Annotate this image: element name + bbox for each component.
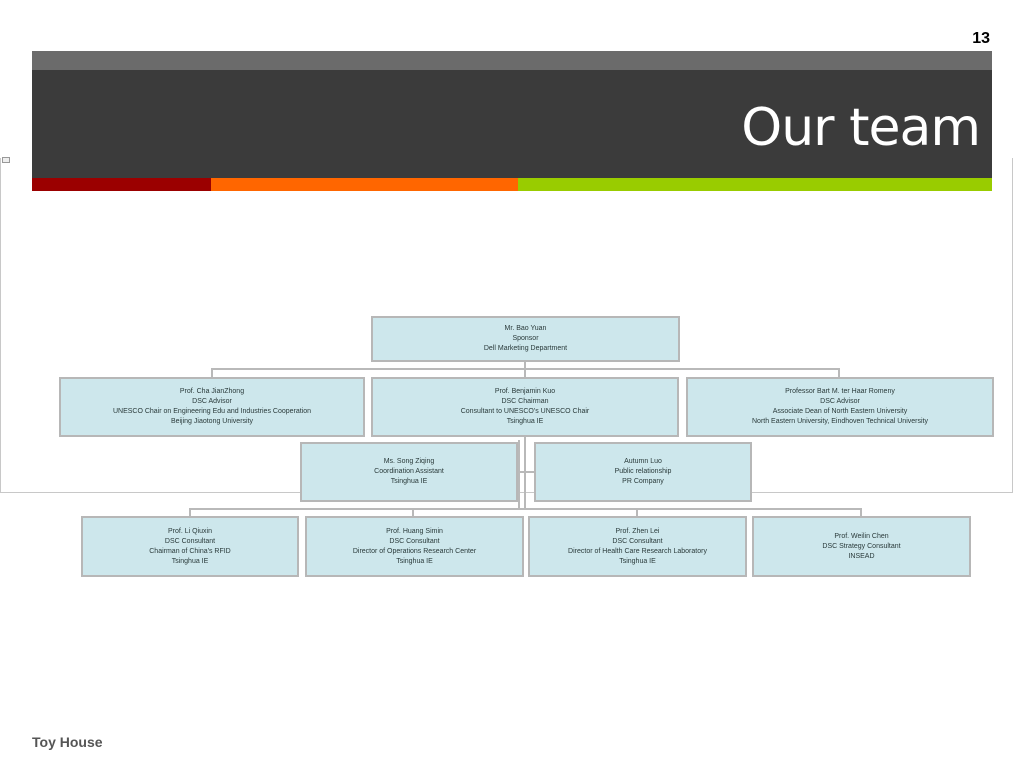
connector-level3-4 xyxy=(860,508,862,518)
node-text: Ms. Song Ziqing xyxy=(383,458,435,465)
node-text: UNESCO Chair on Engineering Edu and Indu… xyxy=(112,408,312,415)
node-text: Prof. Li Qiuxin xyxy=(168,527,212,535)
node-text: Prof. Zhen Lei xyxy=(615,527,660,535)
node-text: DSC Consultant xyxy=(389,537,440,545)
connector-level3-bus xyxy=(189,508,862,510)
org-node-root: Mr. Bao Yuan Sponsor Dell Marketing Depa… xyxy=(371,316,680,362)
node-text: Professor Bart M. ter Haar Romeny xyxy=(785,388,895,395)
connector-level3-3 xyxy=(636,508,638,518)
connector-level2-right xyxy=(838,368,840,378)
footer-text: Toy House xyxy=(32,734,103,750)
accent-bar-green xyxy=(518,178,992,191)
node-text: Prof. Cha JianZhong xyxy=(179,388,245,395)
node-text: Dell Marketing Department xyxy=(483,345,568,352)
node-text: Coordination Assistant xyxy=(374,468,444,475)
node-text: Tsinghua IE xyxy=(506,418,544,425)
connector-assistant-stem xyxy=(518,440,520,508)
node-text: Prof. Weilin Chen xyxy=(834,532,889,540)
org-node-advisor-right: Professor Bart M. ter Haar Romeny DSC Ad… xyxy=(686,377,994,437)
connector-level3-1 xyxy=(189,508,191,518)
node-text: Tsinghua IE xyxy=(390,478,428,485)
node-text: DSC Consultant xyxy=(612,537,663,545)
node-text: Prof. Benjamin Kuo xyxy=(494,388,556,395)
embedded-object-icon xyxy=(2,157,10,163)
org-node-coordination-assistant: Ms. Song Ziqing Coordination Assistant T… xyxy=(300,442,518,502)
connector-level2-bus xyxy=(211,368,840,370)
node-text: PR Company xyxy=(622,478,664,485)
connector-assistant-bridge xyxy=(518,471,536,473)
node-text: Mr. Bao Yuan xyxy=(504,325,547,332)
node-text: Sponsor xyxy=(512,335,539,342)
node-text: INSEAD xyxy=(848,552,875,560)
org-node-advisor-left: Prof. Cha JianZhong DSC Advisor UNESCO C… xyxy=(59,377,365,437)
accent-bar-red xyxy=(32,178,211,191)
node-text: Chairman of China's RFID xyxy=(149,547,231,555)
node-text: DSC Advisor xyxy=(192,398,232,405)
org-node-consultant-1: Prof. Li Qiuxin DSC Consultant Chairman … xyxy=(81,516,299,577)
node-text: Tsinghua IE xyxy=(396,557,433,565)
accent-bar-orange xyxy=(211,178,518,191)
title-band: Our team xyxy=(32,70,992,178)
slide-title: Our team xyxy=(741,98,981,158)
node-text: Prof. Huang Simin xyxy=(386,527,443,535)
org-node-strategy-consultant: Prof. Weilin Chen DSC Strategy Consultan… xyxy=(752,516,971,577)
node-text: Director of Health Care Research Laborat… xyxy=(568,547,707,555)
node-text: Consultant to UNESCO's UNESCO Chair xyxy=(460,408,590,415)
node-text: Public relationship xyxy=(614,468,672,475)
node-text: Director of Operations Research Center xyxy=(352,547,477,555)
org-node-public-relationship: Autumn Luo Public relationship PR Compan… xyxy=(534,442,752,502)
node-text: Associate Dean of North Eastern Universi… xyxy=(772,408,908,415)
node-text: Beijing Jiaotong University xyxy=(170,418,254,425)
node-text: North Eastern University, Eindhoven Tech… xyxy=(752,418,928,425)
connector-level3-2 xyxy=(412,508,414,518)
org-node-chairman: Prof. Benjamin Kuo DSC Chairman Consulta… xyxy=(371,377,679,437)
node-text: Tsinghua IE xyxy=(171,557,209,565)
node-text: DSC Strategy Consultant xyxy=(822,542,901,550)
connector-level2-left xyxy=(211,368,213,378)
org-node-consultant-2: Prof. Huang Simin DSC Consultant Directo… xyxy=(305,516,524,577)
slide-number: 13 xyxy=(972,30,990,47)
header-top-strip xyxy=(32,51,992,70)
node-text: Autumn Luo xyxy=(624,458,662,465)
node-text: DSC Advisor xyxy=(820,398,860,405)
org-node-consultant-3: Prof. Zhen Lei DSC Consultant Director o… xyxy=(528,516,747,577)
node-text: Tsinghua IE xyxy=(619,557,656,565)
node-text: DSC Chairman xyxy=(501,398,549,405)
node-text: DSC Consultant xyxy=(164,537,216,545)
